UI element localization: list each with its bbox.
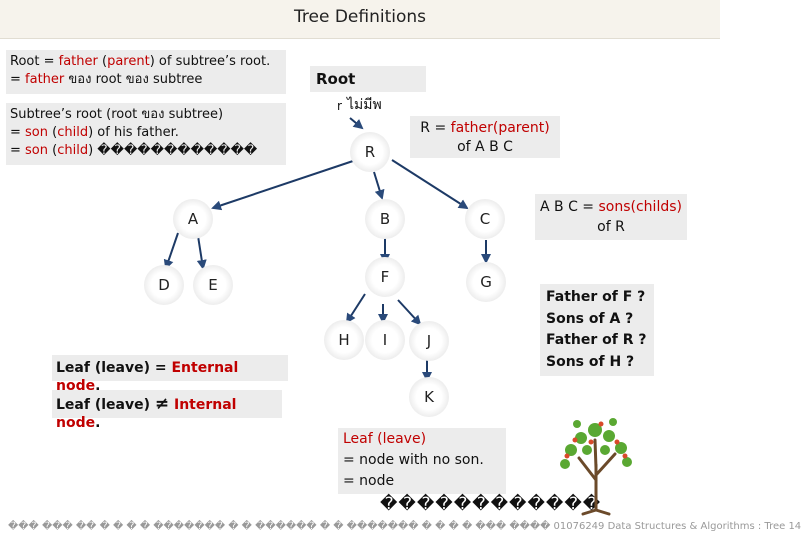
father-def-line1: R = father(parent): [410, 119, 560, 138]
text: ของ root ของ subtree: [64, 72, 203, 87]
tree-node-a: A: [173, 199, 213, 239]
question-father-of-f: Father of F ?: [546, 289, 646, 305]
footer: ��� ��� �� � � � � ������� � � ������ � …: [8, 521, 801, 532]
leaf-internal-box: Leaf (leave) ≠ Internal node.: [52, 390, 282, 431]
text: Leaf (leave): [56, 397, 155, 413]
sons-def-line2: of R: [597, 219, 625, 235]
questions-box: Father of F ? Sons of A ? Father of R ? …: [540, 284, 654, 376]
subtree-def-line1: Subtree’s root (root ของ subtree): [10, 107, 224, 122]
tree-edges: [163, 117, 491, 382]
tree-node-i: I: [365, 320, 405, 360]
not-equal-sign: ≠: [154, 394, 170, 414]
father-word: father: [58, 54, 98, 69]
root-def-line1: Root = father (parent) of subtree’s root…: [10, 53, 282, 71]
tree-node-k: K: [409, 377, 449, 417]
edge-f-j: [397, 299, 422, 326]
text: A B C =: [540, 199, 599, 215]
edge-r-c: [391, 159, 469, 210]
child-word: child: [57, 125, 89, 140]
text: Leaf (leave) =: [56, 360, 172, 376]
edge-f-h: [345, 293, 366, 324]
subtree-def-line2: = son (child) of his father.: [10, 124, 282, 142]
father-word: father: [25, 72, 65, 87]
edge-a-d: [163, 232, 179, 270]
root-definition-box: Root = father (parent) of subtree’s root…: [6, 50, 286, 94]
tree-node-h: H: [324, 320, 364, 360]
leaf-def-line3: = node: [343, 473, 395, 489]
tree-node-b: B: [365, 199, 405, 239]
question-father-of-r: Father of R ?: [546, 332, 647, 348]
tree-illustration-icon: [560, 418, 632, 516]
text: =: [10, 125, 26, 140]
r-label: r: [337, 99, 342, 113]
edge-r-b: [373, 171, 385, 200]
sons-childs-word: sons(childs): [598, 199, 682, 215]
slide-title: Tree Definitions: [294, 7, 426, 27]
parent-word: parent: [107, 54, 150, 69]
subtree-root-definition-box: Subtree’s root (root ของ subtree) = son …: [6, 103, 286, 165]
question-sons-of-a: Sons of A ?: [546, 310, 634, 327]
tree-node-d: D: [144, 265, 184, 305]
thai-label: ไม่มีพ: [347, 97, 382, 113]
text: R =: [420, 120, 451, 136]
root-def-line2: = father ของ root ของ subtree: [10, 71, 282, 89]
leaf-def-line2: = node with no son.: [343, 452, 484, 468]
text: =: [10, 143, 26, 158]
text: =: [10, 72, 26, 87]
edge-r-a: [211, 159, 357, 211]
text: (: [48, 125, 58, 140]
tree-node-r: R: [350, 132, 390, 172]
text: Root =: [10, 54, 59, 69]
text: (: [97, 54, 108, 69]
tree-node-e: E: [193, 265, 233, 305]
title-bar: Tree Definitions: [0, 0, 720, 39]
text: ) of his father.: [88, 125, 179, 140]
father-definition-box: R = father(parent) of A B C: [410, 116, 560, 158]
text: ) ������������: [88, 143, 258, 158]
text: (: [48, 143, 58, 158]
leaf-def-line1: Leaf (leave): [343, 431, 427, 447]
sons-definition-box: A B C = sons(childs) of R: [535, 194, 687, 240]
son-word: son: [25, 143, 48, 158]
subtree-def-line3: = son (child) ������������: [10, 142, 282, 160]
tree-node-j: J: [409, 321, 449, 361]
root-label-box: Root: [310, 66, 426, 92]
leaf-def-line4: ������������: [380, 494, 602, 514]
edge-root-r: [349, 117, 364, 130]
father-def-line2: of A B C: [457, 139, 513, 155]
father-parent-word: father(parent): [450, 120, 550, 136]
text: ) of subtree’s root.: [149, 54, 271, 69]
tree-node-c: C: [465, 199, 505, 239]
internal-node-word: Internal node: [56, 397, 237, 431]
text: .: [95, 378, 101, 394]
leaf-definition-box: Leaf (leave) = node with no son. = node: [338, 428, 506, 494]
text: .: [95, 415, 101, 431]
edge-a-e: [196, 235, 207, 270]
child-word: child: [57, 143, 89, 158]
tree-node-f: F: [365, 257, 405, 297]
sons-def-line1: A B C = sons(childs): [535, 197, 687, 217]
son-word: son: [25, 125, 48, 140]
tree-node-g: G: [466, 262, 506, 302]
question-sons-of-h: Sons of H ?: [546, 353, 635, 370]
root-label: Root: [316, 70, 356, 88]
